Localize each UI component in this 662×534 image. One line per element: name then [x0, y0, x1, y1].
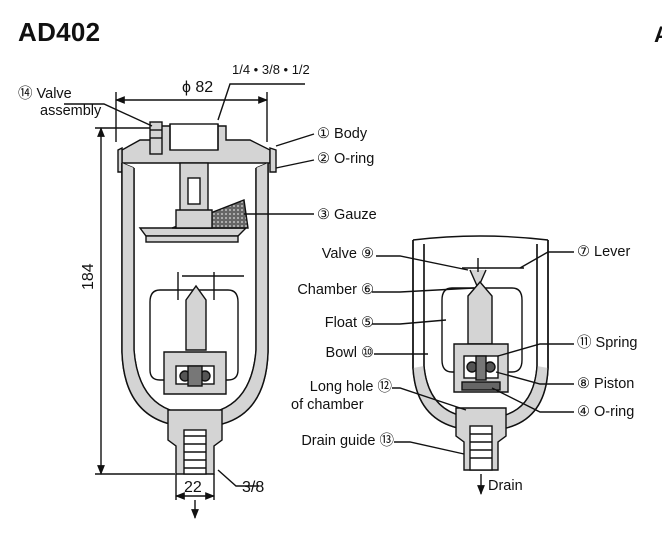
label-piston: ⑧ Piston — [577, 376, 635, 392]
label-oring-right: ④ O-ring — [577, 404, 635, 420]
label-spring: ⑪ Spring — [577, 335, 638, 351]
label-gauze: ③ Gauze — [317, 207, 377, 223]
label-float: Float ⑤ — [324, 315, 374, 331]
right-enlarged-unit — [372, 235, 574, 495]
port-size-label: 1/4 • 3/8 • 1/2 — [232, 62, 310, 77]
label-oring-left: ② O-ring — [317, 151, 375, 167]
label-drain-guide: Drain guide ⑬ — [301, 433, 394, 449]
height-dimension-label: 184 — [80, 263, 97, 290]
label-lever: ⑦ Lever — [577, 244, 631, 260]
label-body: ① Body — [317, 126, 368, 142]
label-valve-assembly-line1: ⑭ Valve — [18, 86, 72, 102]
label-long-hole-line2: of chamber — [291, 397, 364, 413]
model-title: AD402 — [18, 17, 101, 47]
label-chamber: Chamber ⑥ — [297, 282, 374, 298]
drain-port-label: 3/8 — [242, 479, 265, 496]
cropped-edge-letter: A — [654, 22, 662, 47]
label-long-hole-line1: Long hole ⑫ — [309, 379, 392, 395]
drain-width-label: 22 — [184, 479, 202, 496]
label-bowl: Bowl ⑩ — [325, 345, 374, 361]
label-valve-assembly-line2: assembly — [40, 103, 102, 119]
label-valve: Valve ⑨ — [321, 246, 374, 262]
left-filter-unit — [64, 83, 315, 519]
width-dimension-label: ϕ 82 — [182, 79, 214, 96]
label-drain: Drain — [488, 478, 523, 494]
